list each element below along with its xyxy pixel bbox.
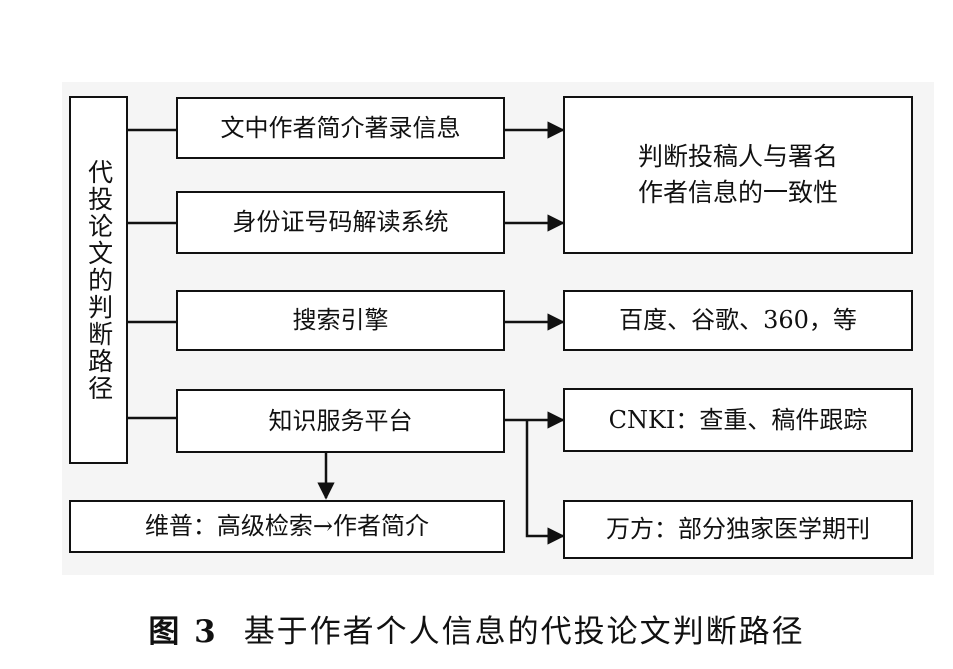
- root-judgment-path-box: 代投论文的判断路径: [69, 96, 128, 464]
- id-decoding-box: 身份证号码解读系统: [176, 191, 505, 254]
- search-engine-box: 搜索引擎: [176, 290, 505, 351]
- figure-title: 基于作者个人信息的代投论文判断路径: [243, 614, 805, 650]
- figure-caption: 图 3 基于作者个人信息的代投论文判断路径: [0, 606, 953, 651]
- consistency-line-2: 作者信息的一致性: [637, 178, 838, 207]
- consistency-judgment-box: 判断投稿人与署名 作者信息的一致性: [563, 96, 913, 254]
- figure-number: 图 3: [148, 614, 218, 650]
- arrow-to-wanfang: [525, 420, 565, 545]
- weipu-box: 维普：高级检索→作者简介: [69, 500, 505, 553]
- wanfang-box: 万方：部分独家医学期刊: [563, 500, 913, 559]
- search-engines-examples-box: 百度、谷歌、360，等: [563, 290, 913, 351]
- author-bio-box: 文中作者简介著录信息: [176, 97, 505, 159]
- consistency-line-1: 判断投稿人与署名: [637, 141, 838, 171]
- cnki-box: CNKI：查重、稿件跟踪: [563, 388, 913, 452]
- knowledge-platform-box: 知识服务平台: [176, 389, 505, 453]
